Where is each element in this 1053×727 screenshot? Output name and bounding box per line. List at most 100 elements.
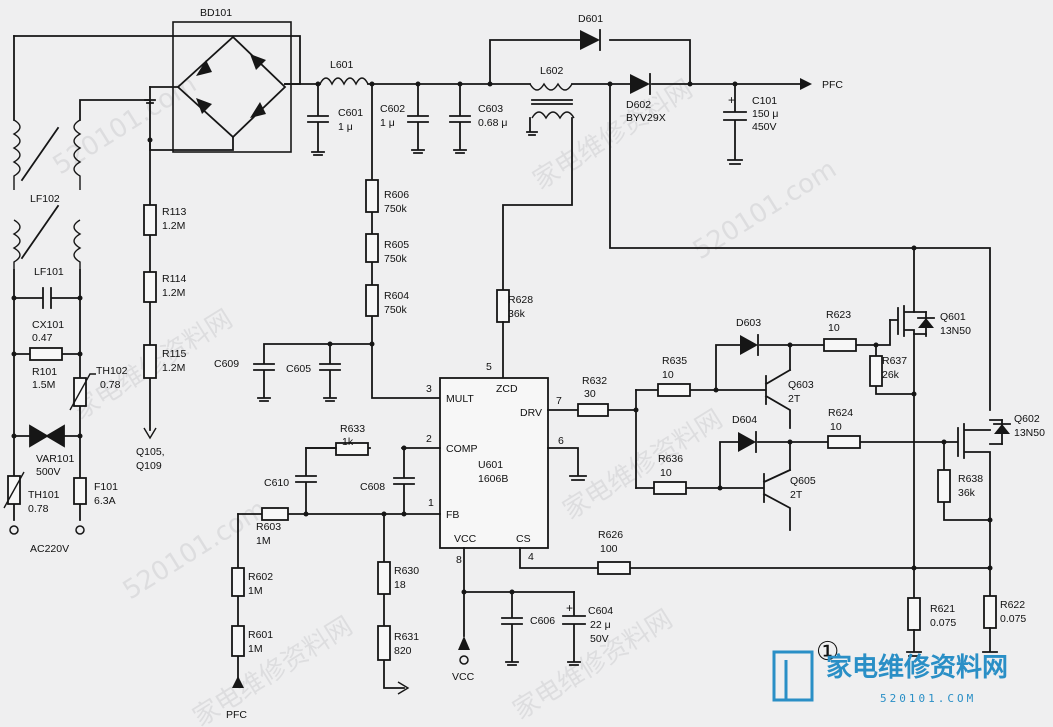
driver-q602-val-label: 13N50 <box>1014 427 1045 439</box>
comp-network-r603-ref-label: R603 <box>256 521 281 533</box>
driver-r636-val-label: 10 <box>660 467 672 479</box>
lf102-label: LF102 <box>30 193 60 205</box>
cx101-value: 0.47 <box>32 332 53 344</box>
driver-q603-val-label: 2T <box>788 393 801 405</box>
bridge-rectifier-bd101: BD101 <box>144 7 292 153</box>
divider-r115-val-label: 1.2M <box>162 362 185 374</box>
supply-r626-val-label: 100 <box>600 543 618 555</box>
driver-r621-ref-label: R621 <box>930 603 955 615</box>
comp-network-pfc-in-label: PFC <box>226 709 247 721</box>
driver-r623-val-label: 10 <box>828 322 840 334</box>
ic-pin-drv-label: DRV <box>520 407 542 419</box>
driver-r638-val-label: 36k <box>958 487 976 499</box>
watermark-label: + <box>728 93 735 107</box>
comp-network-c608-label: C608 <box>360 481 385 493</box>
watermark-label: + <box>566 601 573 615</box>
pfc-stage-pfc-out-label: PFC <box>822 79 843 91</box>
pfc-stage-c101-val2-label: 450V <box>752 121 777 133</box>
driver-r622-ref-label: R622 <box>1000 599 1025 611</box>
comp-network-r603-val-label: 1M <box>256 535 271 547</box>
divider-q-label2-label: Q109 <box>136 460 162 472</box>
input-filter: LF102 LF101 CX101 0.47 R101 1.5M TH102 0… <box>3 35 301 555</box>
driver-r637-ref-label: R637 <box>882 355 907 367</box>
supply-c604-val1-label: 22 μ <box>590 619 611 631</box>
divider-r113-val-label: 1.2M <box>162 220 185 232</box>
divider-r115-ref-label: R115 <box>162 348 186 360</box>
ic-pin-comp-label: COMP <box>446 443 478 455</box>
pfc-stage-d601-label: D601 <box>578 13 603 25</box>
pfc-stage-l602-label: L602 <box>540 65 564 77</box>
ic-n7-label: 7 <box>556 395 562 407</box>
lf101-label: LF101 <box>34 266 64 278</box>
var101-ref: VAR101 <box>36 453 74 465</box>
supply-c604-val2-label: 50V <box>590 633 609 645</box>
comp-network-r633-ref-label: R633 <box>340 423 365 435</box>
mult-divider-r606-ref-label: R606 <box>384 189 409 201</box>
comp-network-c610-label: C610 <box>264 477 289 489</box>
driver-r621-val-label: 0.075 <box>930 617 956 629</box>
watermark-logo-cn-label: 家电维修资料网 <box>826 652 1008 683</box>
f101-ref: F101 <box>94 481 118 493</box>
driver-r632-val-label: 30 <box>584 388 596 400</box>
supply-c604-ref-label: C604 <box>588 605 613 617</box>
driver-r635-val-label: 10 <box>662 369 674 381</box>
driver-q603-ref-label: Q603 <box>788 379 814 391</box>
supply-vcc-label: VCC <box>452 671 475 683</box>
site-logo: 家电维修资料网 520101.COM <box>772 650 1008 705</box>
ic-n2-label: 2 <box>426 433 432 445</box>
mult-divider-r605-ref-label: R605 <box>384 239 409 251</box>
driver-r638-ref-label: R638 <box>958 473 983 485</box>
ic-pin-vcc-label: VCC <box>454 533 477 545</box>
pfc-stage-c601-ref-label: C601 <box>338 107 363 119</box>
driver-q601-val-label: 13N50 <box>940 325 971 337</box>
driver-r624-val-label: 10 <box>830 421 842 433</box>
ic-n3-label: 3 <box>426 383 432 395</box>
mult-divider-r628-val-label: 36k <box>508 308 526 320</box>
mult-divider-r606-val-label: 750k <box>384 203 408 215</box>
divider-r113-ref-label: R113 <box>162 206 186 218</box>
mult-divider-r604-ref-label: R604 <box>384 290 409 302</box>
ic-n1-label: 1 <box>428 497 434 509</box>
th102-ref: TH102 <box>96 365 128 377</box>
comp-network-r631-val-label: 820 <box>394 645 412 657</box>
comp-network-r633-val-label: 1k <box>342 436 354 448</box>
comp-network-r630-val-label: 18 <box>394 579 406 591</box>
ic-u601: MULT ZCD DRV COMP U601 1606B FB VCC CS 3… <box>426 361 587 566</box>
bd101-ref: BD101 <box>200 7 232 19</box>
watermark-logo-url-label: 520101.COM <box>880 692 976 705</box>
r101-value: 1.5M <box>32 379 55 391</box>
pfc-stage-l601-label: L601 <box>330 59 354 71</box>
watermark-site-cn-label: 家电维修资料网 <box>528 74 698 196</box>
comp-network-r602-ref-label: R602 <box>248 571 273 583</box>
comp-network-r601-ref-label: R601 <box>248 629 273 641</box>
mult-divider-r605-val-label: 750k <box>384 253 408 265</box>
driver-q601-ref-label: Q601 <box>940 311 966 323</box>
driver-r635-ref-label: R635 <box>662 355 687 367</box>
pfc-stage-c602-val-label: 1 μ <box>380 117 395 129</box>
pfc-power-path: L601 L602 D601 D602 BYV29X PFC + C101 15… <box>284 13 843 291</box>
ic-pin-fb-label: FB <box>446 509 459 521</box>
pfc-stage-d602-ref-label: D602 <box>626 99 651 111</box>
f101-value: 6.3A <box>94 495 116 507</box>
r101-ref: R101 <box>32 366 57 378</box>
mult-divider-c605-label: C605 <box>286 363 311 375</box>
driver-q605-val-label: 2T <box>790 489 803 501</box>
th101-value: 0.78 <box>28 503 49 515</box>
supply-r626-ref-label: R626 <box>598 529 623 541</box>
ic-pin-mult-label: MULT <box>446 393 474 405</box>
driver-q605-ref-label: Q605 <box>790 475 816 487</box>
comp-network-r630-ref-label: R630 <box>394 565 419 577</box>
comp-network-r631-ref-label: R631 <box>394 631 419 643</box>
pfc-stage-c603-val-label: 0.68 μ <box>478 117 507 129</box>
ic-n4-label: 4 <box>528 551 534 563</box>
pfc-stage-c603-ref-label: C603 <box>478 103 503 115</box>
vcc-supply: VCC C606 + C604 22 μ 50V R626 100 <box>452 529 991 683</box>
pfc-stage-c101-ref-label: C101 <box>752 95 777 107</box>
th102-value: 0.78 <box>100 379 121 391</box>
mult-divider-c609-label: C609 <box>214 358 239 370</box>
